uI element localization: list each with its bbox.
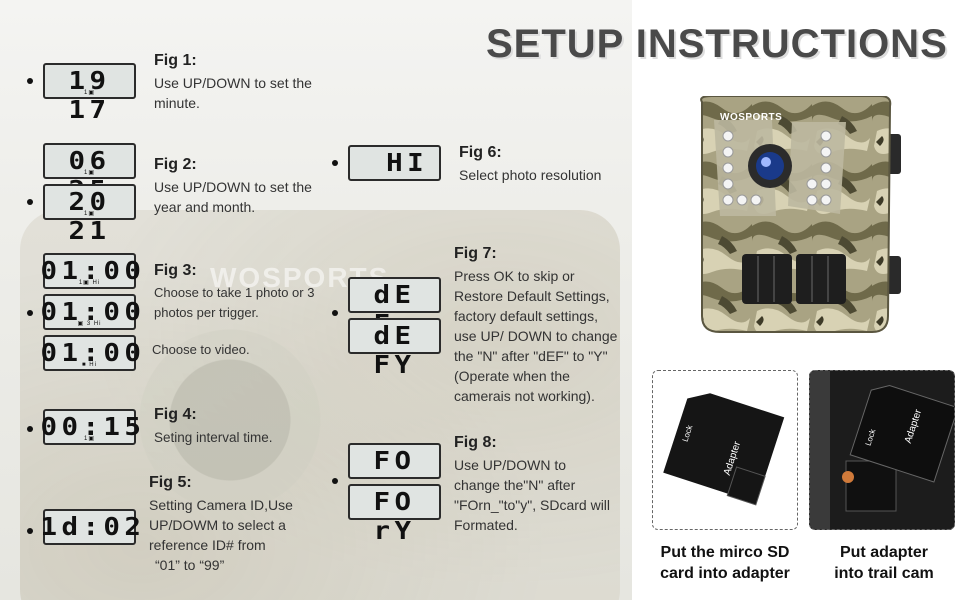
desc-line: (Operate when the bbox=[454, 368, 570, 384]
lcd-fig8-yes: FO rY bbox=[348, 484, 441, 545]
lcd-fig7-yes: dE FY bbox=[348, 318, 441, 379]
fig5-title: Fig 5: bbox=[149, 474, 192, 491]
lcd-digits: FO rY bbox=[373, 487, 416, 545]
fig8-desc: Use UP/DOWN to change the"N" after "FOrn… bbox=[454, 455, 610, 535]
desc-line: change the"N" after bbox=[454, 477, 576, 493]
bullet bbox=[332, 478, 338, 484]
fig2-desc: Use UP/DOWN to set the year and month. bbox=[154, 177, 312, 217]
desc-line: photos per trigger. bbox=[154, 305, 259, 320]
fig1-desc: Use UP/DOWN to set the minute. bbox=[154, 73, 312, 113]
caption-line: Put adapter bbox=[839, 544, 928, 561]
trail-camera-image: WOSPORTS bbox=[692, 95, 902, 336]
desc-line: year and month. bbox=[154, 199, 256, 215]
desc-line: use UP/ DOWN to change bbox=[454, 328, 618, 344]
fig6-title: Fig 6: bbox=[459, 144, 502, 161]
lcd-fig2-date: 06 25 1▣ bbox=[43, 143, 136, 204]
bullet bbox=[27, 78, 33, 84]
fig7-title: Fig 7: bbox=[454, 245, 497, 262]
lcd-digits: HI bbox=[386, 148, 429, 177]
lcd-digits: 01:00 bbox=[40, 256, 146, 285]
fig3-video-desc: Choose to video. bbox=[152, 342, 250, 357]
desc-line: Press OK to skip or bbox=[454, 268, 575, 284]
fig6-desc: Select photo resolution bbox=[459, 165, 601, 185]
desc-line: Restore Default Settings, bbox=[454, 288, 610, 304]
lcd-indicator: 1▣ Hi bbox=[78, 280, 101, 286]
bullet bbox=[27, 199, 33, 205]
fig2-title: Fig 2: bbox=[154, 156, 197, 173]
desc-line: Use UP/DOWN to set the bbox=[154, 179, 312, 195]
desc-line: Formated. bbox=[454, 517, 518, 533]
caption-trail-cam: Put adapter into trail cam bbox=[806, 542, 962, 584]
lcd-fig3-photo3: 01:00 ▣ 3 Hi bbox=[40, 294, 146, 330]
desc-line: factory default settings, bbox=[454, 308, 598, 324]
lcd-fig3-video: 01:00 ■ Hi bbox=[40, 335, 146, 371]
desc-line: minute. bbox=[154, 95, 200, 111]
caption-line: Put the mirco SD bbox=[660, 544, 790, 561]
caption-sd-adapter: Put the mirco SD card into adapter bbox=[642, 542, 808, 584]
desc-line: Choose to take 1 photo or 3 bbox=[154, 285, 315, 300]
lcd-fig6: HI bbox=[348, 145, 441, 181]
camera-brand-label: WOSPORTS bbox=[720, 112, 783, 123]
lcd-fig2-year: 20 21 1▣ bbox=[43, 184, 136, 245]
lcd-fig1: 19 17 1▣ bbox=[43, 63, 136, 124]
lcd-digits: dE FY bbox=[373, 321, 416, 379]
lcd-indicator: 1▣ bbox=[83, 211, 95, 217]
bullet bbox=[27, 426, 33, 432]
lcd-fig4: 00:15 1▣ bbox=[40, 409, 146, 445]
lcd-fig8-format: FO rn bbox=[348, 443, 441, 504]
bullet bbox=[332, 160, 338, 166]
lcd-digits: 01:00 bbox=[40, 338, 146, 367]
bullet bbox=[332, 310, 338, 316]
lcd-digits: 00:15 bbox=[40, 412, 146, 441]
lcd-indicator: 1▣ bbox=[83, 90, 95, 96]
desc-line: reference ID# from bbox=[149, 537, 266, 553]
lcd-digits: 1d:02 bbox=[40, 512, 146, 541]
caption-line: card into adapter bbox=[660, 565, 790, 582]
lcd-digits: 19 17 bbox=[68, 66, 111, 124]
fig3-desc: Choose to take 1 photo or 3 photos per t… bbox=[154, 283, 314, 323]
lcd-digits: 20 21 bbox=[68, 187, 111, 245]
bullet bbox=[27, 528, 33, 534]
desc-line: Seting interval time. bbox=[154, 430, 273, 445]
desc-line: Setting Camera ID,Use bbox=[149, 497, 293, 513]
fig3-title: Fig 3: bbox=[154, 262, 197, 279]
fig7-desc: Press OK to skip or Restore Default Sett… bbox=[454, 266, 617, 406]
desc-line: Use UP/DOWN to set the bbox=[154, 75, 312, 91]
fig1-title: Fig 1: bbox=[154, 52, 197, 69]
lcd-indicator: ■ Hi bbox=[82, 362, 97, 368]
desc-line: the "N" after "dEF" to "Y" bbox=[454, 348, 608, 364]
desc-line: “01” to “99” bbox=[155, 557, 225, 573]
lcd-digits: 01:00 bbox=[40, 297, 146, 326]
sd-adapter-panel: Lock Adapter bbox=[652, 370, 798, 530]
lcd-fig3-photo1: 01:00 1▣ Hi bbox=[40, 253, 146, 289]
lcd-indicator: ▣ 3 Hi bbox=[77, 321, 102, 327]
desc-line: UP/DOWM to select a bbox=[149, 517, 286, 533]
page-title: SETUP INSTRUCTIONS bbox=[486, 22, 948, 66]
desc-line: "FOrn_"to"y", SDcard will bbox=[454, 497, 611, 513]
lcd-fig5: 1d:02 bbox=[40, 509, 146, 545]
lcd-indicator: 1▣ bbox=[83, 170, 95, 176]
fig8-title: Fig 8: bbox=[454, 434, 497, 451]
desc-line: camerais not working). bbox=[454, 388, 595, 404]
fig4-title: Fig 4: bbox=[154, 406, 197, 423]
desc-line: Select photo resolution bbox=[459, 167, 602, 183]
fig4-desc: Seting interval time. bbox=[154, 428, 273, 448]
caption-line: into trail cam bbox=[834, 565, 934, 582]
fig5-desc: Setting Camera ID,Use UP/DOWM to select … bbox=[149, 495, 293, 575]
lcd-indicator: 1▣ bbox=[83, 436, 95, 442]
bullet bbox=[27, 310, 33, 316]
desc-line: Use UP/DOWN to bbox=[454, 457, 567, 473]
lcd-fig7-default: dE Fn bbox=[348, 277, 441, 338]
trail-cam-slot-panel: Lock Adapter bbox=[809, 370, 955, 530]
